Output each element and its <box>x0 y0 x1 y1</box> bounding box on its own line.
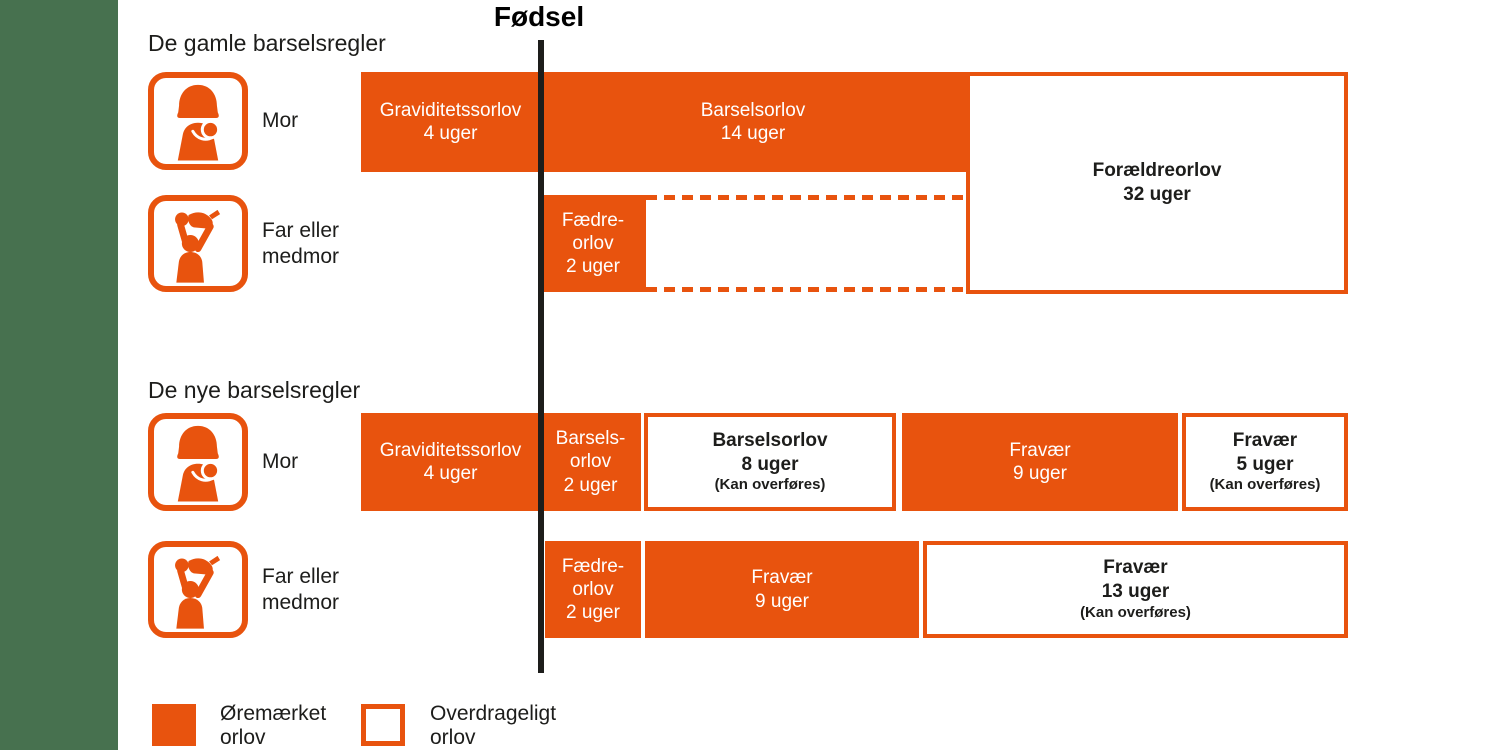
new-mother-absence-transfer-note: (Kan overføres) <box>1209 476 1321 494</box>
new-maternity-transfer-box: Barselsorlov 8 uger (Kan overføres) <box>644 413 896 511</box>
new-mother-absence-transfer-title: Fravær <box>1232 429 1298 451</box>
legend-earmarked-swatch <box>152 704 196 746</box>
new-father-absence-transfer-title: Fravær <box>1103 557 1168 579</box>
new-mother-absence-bar: Fravær 9 uger <box>902 413 1178 511</box>
new-mother-absence-transfer-box: Fravær 5 uger (Kan overføres) <box>1182 413 1348 511</box>
old-paternity-leave-bar: Fædre- orlov 2 uger <box>540 195 646 292</box>
new-mother-absence-transfer-amount: 5 uger <box>1236 453 1294 475</box>
new-rules-heading: De nye barselsregler <box>148 377 361 403</box>
birth-timeline-marker <box>538 40 544 673</box>
legend-transferable-label: Overdrageligt orlov <box>430 702 557 749</box>
father-pictogram-svg <box>175 555 221 629</box>
new-father-absence-bar: Fravær 9 uger <box>645 541 919 638</box>
legend-earmarked-label: Øremærket orlov <box>220 702 327 749</box>
new-mother-absence-text: Fravær 9 uger <box>1009 439 1071 484</box>
father-icon-new <box>148 541 248 638</box>
old-pregnancy-leave-text: Graviditetssorlov 4 uger <box>379 99 522 144</box>
left-green-bar <box>0 0 118 750</box>
new-pregnancy-leave-text: Graviditetssorlov 4 uger <box>379 439 522 484</box>
old-pregnancy-leave-segment: Graviditetssorlov 4 uger <box>361 72 540 172</box>
legend-transferable-swatch <box>361 704 405 746</box>
mother-icon-new <box>148 413 248 511</box>
new-maternity-transfer-textstack: Barselsorlov 8 uger (Kan overføres) <box>712 429 827 495</box>
birth-label: Fødsel <box>493 1 585 32</box>
mother-pictogram-svg <box>177 425 221 502</box>
father-icon <box>148 195 248 292</box>
old-parental-leave-title: Forældreorlov <box>1092 160 1222 182</box>
new-father-absence-transfer-note: (Kan overføres) <box>1080 603 1191 621</box>
new-paternity-leave-text: Fædre- orlov 2 uger <box>561 555 625 624</box>
new-father-absence-transfer-textstack: Fravær 13 uger (Kan overføres) <box>1080 556 1191 622</box>
new-maternity-own-text: Barsels- orlov 2 uger <box>555 428 626 496</box>
new-mother-earmarked-bar: Graviditetssorlov 4 uger Barsels- orlov … <box>361 413 641 511</box>
new-maternity-own-segment: Barsels- orlov 2 uger <box>540 413 641 511</box>
new-maternity-transfer-amount: 8 uger <box>741 453 799 475</box>
old-maternity-leave-text: Barselsorlov 14 uger <box>700 99 806 144</box>
mother-icon <box>148 72 248 170</box>
old-parental-leave-textstack: Forældreorlov 32 uger <box>1093 159 1222 207</box>
new-pregnancy-leave-segment: Graviditetssorlov 4 uger <box>361 413 540 511</box>
new-father-label: Far eller medmor <box>262 564 340 614</box>
mother-pictogram-svg <box>177 84 221 161</box>
father-pictogram-svg <box>175 209 221 283</box>
old-mother-bar: Graviditetssorlov 4 uger Barselsorlov 14… <box>361 72 966 172</box>
new-maternity-transfer-note: (Kan overføres) <box>714 476 826 494</box>
old-rules-heading: De gamle barselsregler <box>148 30 386 56</box>
old-parental-leave-box: Forældreorlov 32 uger <box>966 72 1348 294</box>
new-mother-absence-transfer-textstack: Fravær 5 uger (Kan overføres) <box>1210 429 1321 495</box>
old-parental-leave-amount: 32 uger <box>1123 184 1191 205</box>
new-maternity-transfer-title: Barselsorlov <box>712 429 828 451</box>
new-paternity-leave-bar: Fædre- orlov 2 uger <box>545 541 641 638</box>
old-maternity-leave-segment: Barselsorlov 14 uger <box>540 72 966 172</box>
old-dashed-connector-top <box>646 195 966 200</box>
new-father-absence-text: Fravær 9 uger <box>751 567 813 612</box>
old-father-label: Far eller medmor <box>262 218 340 268</box>
new-father-absence-transfer-amount: 13 uger <box>1101 581 1170 603</box>
old-mother-label: Mor <box>262 109 299 133</box>
new-mother-label: Mor <box>262 450 299 474</box>
new-father-absence-transfer-box: Fravær 13 uger (Kan overføres) <box>923 541 1348 638</box>
old-paternity-leave-text: Fædre- orlov 2 uger <box>561 209 625 278</box>
old-dashed-connector-bottom <box>646 287 966 292</box>
